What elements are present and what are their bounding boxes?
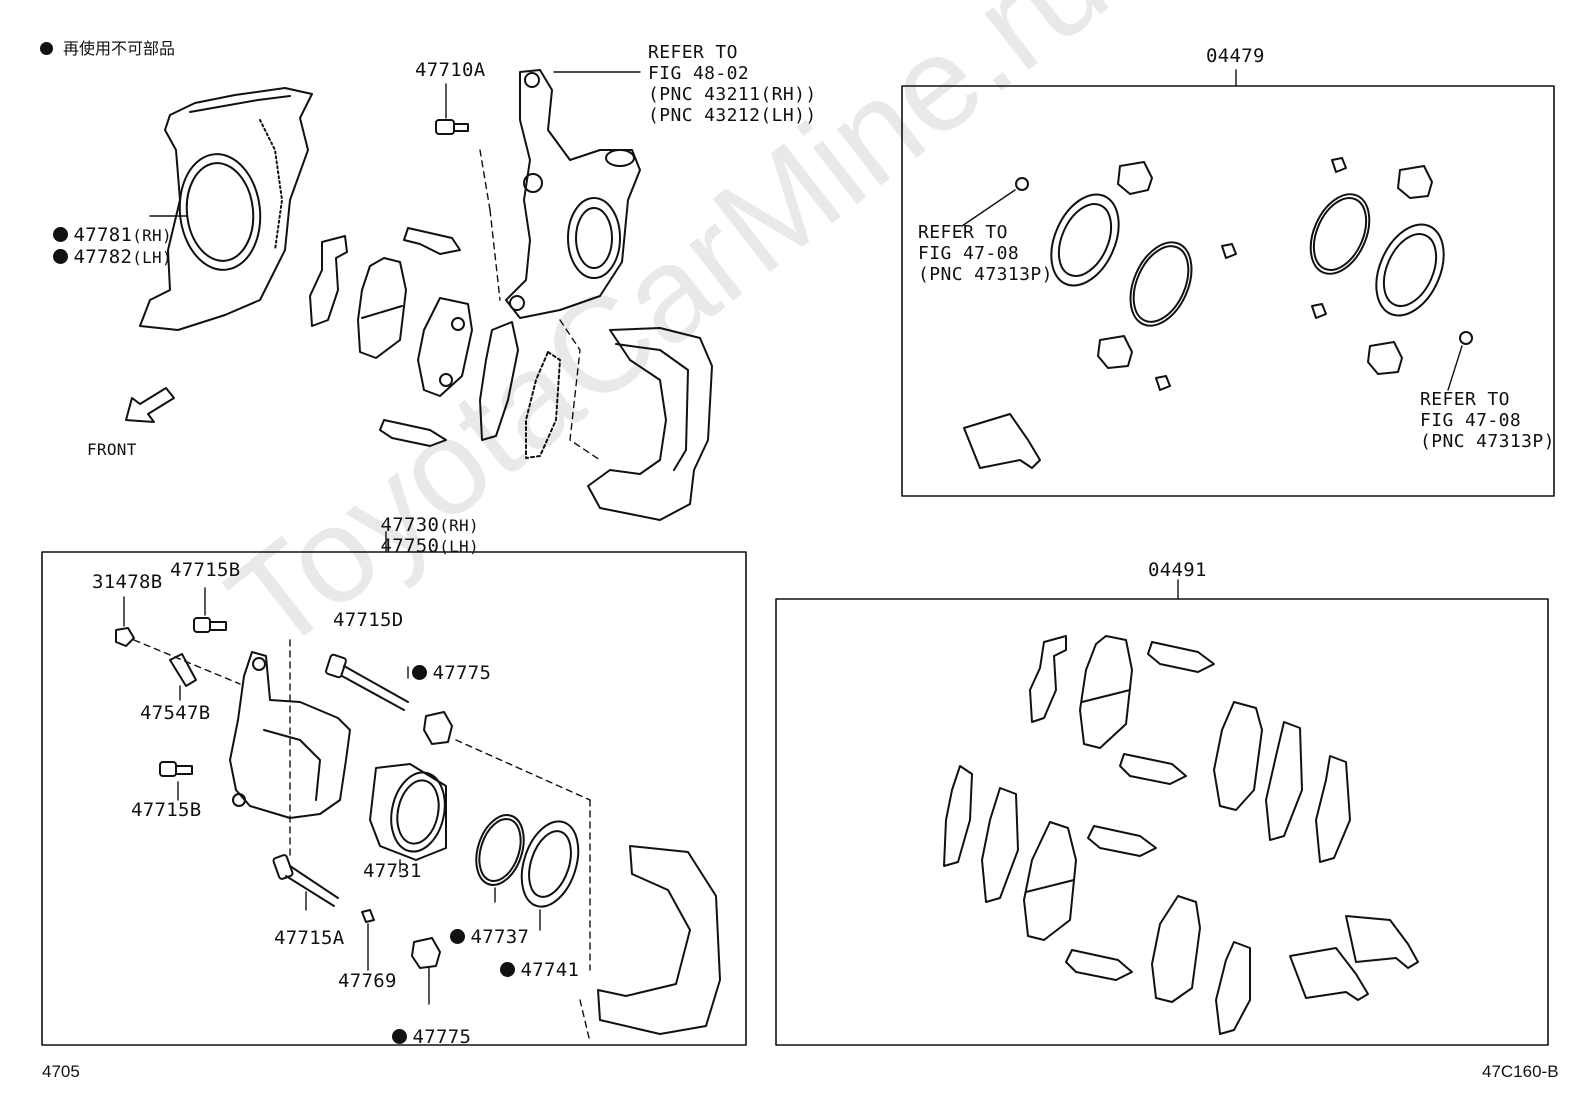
knuckle-reference[interactable]: REFER TO FIG 48-02 (PNC 43211(RH)) (PNC …: [648, 42, 817, 126]
top-pad-set-drawing: [309, 227, 561, 459]
part-label-47737[interactable]: 47737: [427, 906, 529, 948]
part-label-47741[interactable]: 47741: [477, 939, 579, 981]
caliper-assembly-frame: [41, 551, 747, 1046]
part-label-47715B-top[interactable]: 47715B: [170, 559, 241, 581]
non-reusable-dot-icon: [412, 665, 428, 680]
seal-kit-reference-left[interactable]: REFER TO FIG 47-08 (PNC 47313P): [918, 222, 1053, 285]
non-reusable-dot-icon: [53, 227, 69, 242]
dust-cover-drawing: [139, 87, 313, 331]
front-label: FRONT: [87, 440, 137, 459]
seal-kit-drawing: [961, 157, 1473, 469]
part-label-47547B[interactable]: 47547B: [140, 702, 211, 724]
part-label-47775-top[interactable]: 47775: [389, 642, 491, 684]
seal-kit-reference-right[interactable]: REFER TO FIG 47-08 (PNC 47313P): [1420, 389, 1555, 452]
bolt-47710A-drawing: [435, 83, 501, 301]
part-label-04479[interactable]: 04479: [1206, 45, 1265, 67]
non-reusable-dot-icon: [450, 929, 466, 944]
non-reusable-dot-icon: [392, 1029, 408, 1044]
steering-knuckle-drawing: [505, 69, 641, 319]
caliper-assembly-drawing: [115, 587, 721, 1043]
part-label-47731[interactable]: 47731: [363, 860, 422, 882]
non-reusable-dot-icon: [500, 962, 516, 977]
legend-text: 再使用不可部品: [63, 39, 176, 58]
part-label-47715A[interactable]: 47715A: [274, 927, 345, 949]
part-label-47781[interactable]: 47781(RH): [30, 204, 172, 246]
part-label-04491[interactable]: 04491: [1148, 559, 1207, 581]
part-label-47710A[interactable]: 47710A: [415, 59, 486, 81]
part-label-31478B[interactable]: 31478B: [92, 571, 163, 593]
top-mounting-bracket-drawing: [559, 319, 713, 521]
pad-kit-frame: [775, 598, 1549, 1046]
front-arrow-icon: [125, 387, 175, 423]
part-label-47769[interactable]: 47769: [338, 970, 397, 992]
pad-kit-drawing: [943, 635, 1419, 1035]
legend: 再使用不可部品: [40, 35, 175, 59]
part-label-47730[interactable]: 47730(RH): [380, 514, 479, 536]
part-label-47715B-bottom[interactable]: 47715B: [131, 799, 202, 821]
seal-kit-frame: [901, 85, 1555, 497]
part-label-47750[interactable]: 47750(LH): [380, 535, 479, 557]
footer-page-code: 4705: [42, 1062, 80, 1081]
non-reusable-dot-icon: [40, 42, 53, 55]
part-label-47775-bottom[interactable]: 47775: [369, 1006, 471, 1048]
footer-figure-code: 47C160-B: [1482, 1062, 1559, 1081]
non-reusable-dot-icon: [53, 249, 69, 264]
part-label-47715D[interactable]: 47715D: [333, 609, 404, 631]
part-label-47782[interactable]: 47782(LH): [30, 226, 172, 268]
